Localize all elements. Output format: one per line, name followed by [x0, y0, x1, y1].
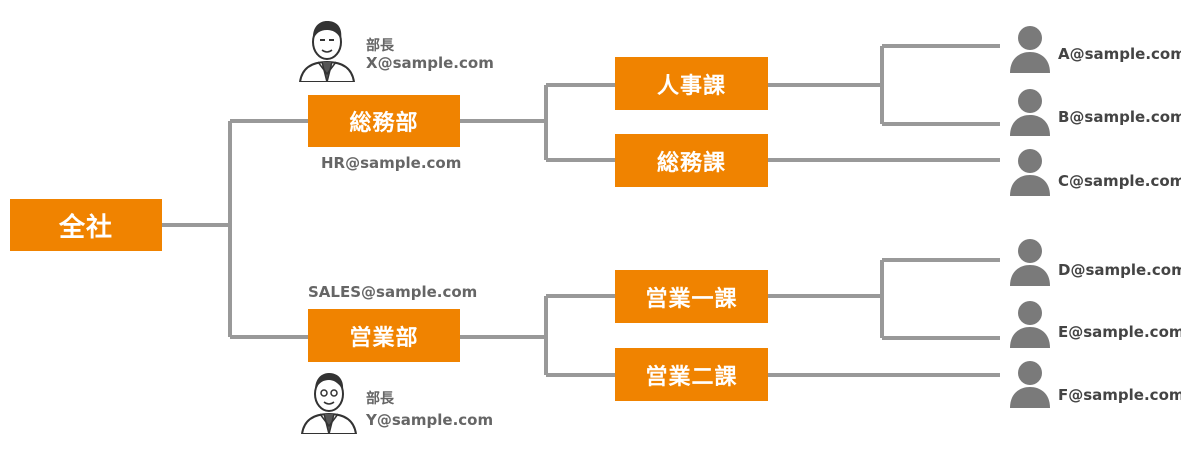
department-node: 総務部	[308, 95, 460, 147]
root-node: 全社	[10, 199, 162, 251]
member-email: B@sample.com	[1058, 108, 1181, 126]
connector-root-to-departments	[162, 119, 308, 339]
person-silhouette-icon	[1008, 300, 1052, 352]
section-node: 営業一課	[615, 270, 768, 323]
department-label: 営業部	[349, 325, 419, 351]
person-silhouette-icon	[1008, 25, 1052, 77]
department-email: SALES@sample.com	[308, 283, 478, 301]
section-node: 営業二課	[615, 348, 768, 401]
section-label: 総務課	[656, 150, 726, 176]
member-email: C@sample.com	[1058, 172, 1181, 190]
connector-dept1-to-sections	[460, 83, 615, 162]
member-email: F@sample.com	[1058, 386, 1181, 404]
department-label: 総務部	[349, 111, 419, 136]
manager-title: 部長	[366, 391, 394, 407]
person-silhouette-icon	[1008, 360, 1052, 412]
manager-portrait-icon	[300, 368, 358, 438]
section-node: 人事課	[615, 57, 768, 110]
person-silhouette-icon	[1008, 238, 1052, 290]
section-label: 営業二課	[645, 364, 738, 390]
person-silhouette-icon	[1008, 88, 1052, 140]
section-label: 営業一課	[645, 286, 738, 312]
person-silhouette-icon	[1008, 148, 1052, 200]
member-email: A@sample.com	[1058, 45, 1181, 63]
manager-title: 部長	[366, 38, 394, 54]
manager-portrait-icon	[298, 16, 356, 86]
connector-section1-to-members	[768, 44, 1000, 126]
manager-email: Y@sample.com	[366, 411, 494, 429]
connector-section3-to-members	[768, 258, 1000, 340]
section-label: 人事課	[656, 73, 726, 99]
member-email: D@sample.com	[1058, 261, 1181, 279]
connector-dept2-to-sections	[460, 294, 615, 377]
department-node: 営業部	[308, 309, 460, 362]
root-label: 全社	[58, 212, 113, 243]
manager-email: X@sample.com	[366, 54, 494, 72]
connector-lines	[162, 44, 1000, 377]
section-node: 総務課	[615, 134, 768, 187]
department-email: HR@sample.com	[321, 154, 462, 172]
member-email: E@sample.com	[1058, 323, 1181, 341]
